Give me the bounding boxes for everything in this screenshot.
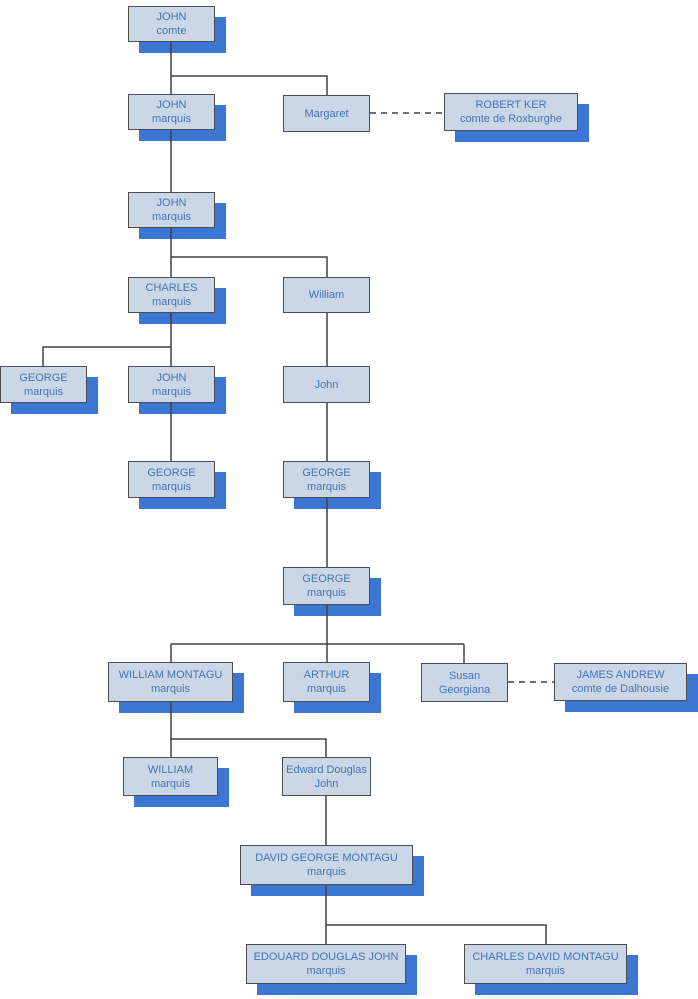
person-name: GEORGE [302,466,351,479]
person-title: marquis [306,866,347,878]
person-name: William [308,289,345,301]
person-title: marquis [306,965,346,977]
person-name: Edward Douglas [286,763,367,776]
person-title: comte de Roxburghe [459,113,563,125]
person-name: Margaret [304,107,349,120]
person-box-john-marquis-2[interactable]: JOHN marquis [128,192,215,228]
person-name: JOHN [156,99,187,111]
person-name: CHARLES [145,282,198,294]
person-title: marquis [150,683,191,695]
person-name: ROBERT KER [475,99,547,111]
person-title: marquis [306,480,347,493]
person-title: marquis [525,965,566,977]
person-title: John [314,777,339,790]
person-title: comte [156,25,187,37]
person-name: CHARLES DAVID MONTAGU [472,951,619,963]
person-box-david-george-montagu[interactable]: DAVID GEORGE MONTAGU marquis [240,845,413,885]
person-box-edouard-douglas-john[interactable]: EDOUARD DOUGLAS JOHN marquis [246,944,406,984]
person-title: marquis [151,113,192,125]
person-name: ARTHUR [303,669,350,681]
person-box-edward-douglas-john[interactable]: Edward Douglas John [282,757,371,796]
person-box-charles-marquis[interactable]: CHARLES marquis [128,277,215,313]
person-box-george-marquis-2[interactable]: GEORGE marquis [128,461,215,498]
person-box-susan-georgiana[interactable]: Susan Georgiana [421,663,508,702]
person-name: JAMES ANDREW [576,669,665,681]
person-box-john-comte[interactable]: JOHN comte [128,6,215,42]
person-name: JOHN [156,371,187,384]
person-name: GEORGE [19,371,68,384]
person-name: John [314,378,339,391]
person-name: JOHN [156,11,187,23]
person-name: EDOUARD DOUGLAS JOHN [253,951,399,963]
person-name: WILLIAM [147,763,194,776]
person-title: marquis [23,385,64,398]
person-name: Susan [448,669,481,682]
marriage-dashed-lines [370,112,554,683]
person-box-george-marquis-4[interactable]: GEORGE marquis [283,567,370,605]
person-title: marquis [151,296,192,308]
person-box-george-marquis-3[interactable]: GEORGE marquis [283,461,370,498]
person-name: JOHN [156,197,187,209]
person-title: marquis [151,480,192,493]
person-title: marquis [151,385,192,398]
person-name: GEORGE [147,466,196,479]
person-title: marquis [306,587,347,599]
person-box-arthur-marquis[interactable]: ARTHUR marquis [283,662,370,702]
person-title: marquis [306,683,347,695]
person-name: WILLIAM MONTAGU [118,669,223,681]
person-box-james-andrew[interactable]: JAMES ANDREW comte de Dalhousie [554,663,687,701]
person-box-john-marquis-3[interactable]: JOHN marquis [128,366,215,403]
person-box-robert-ker[interactable]: ROBERT KER comte de Roxburghe [444,93,578,131]
person-title: comte de Dalhousie [571,683,670,695]
person-box-margaret[interactable]: Margaret [283,95,370,132]
person-name: DAVID GEORGE MONTAGU [255,852,398,864]
person-box-william-marquis[interactable]: WILLIAM marquis [123,757,218,796]
person-box-charles-david-montagu[interactable]: CHARLES DAVID MONTAGU marquis [464,944,627,984]
person-name: GEORGE [302,573,351,585]
person-box-john[interactable]: John [283,366,370,403]
person-title: Georgiana [438,683,491,696]
person-title: marquis [150,777,191,790]
person-box-william[interactable]: William [283,277,370,313]
person-box-william-montagu[interactable]: WILLIAM MONTAGU marquis [108,662,233,702]
person-box-george-marquis-1[interactable]: GEORGE marquis [0,366,87,403]
person-title: marquis [151,211,192,223]
person-box-john-marquis-1[interactable]: JOHN marquis [128,94,215,130]
